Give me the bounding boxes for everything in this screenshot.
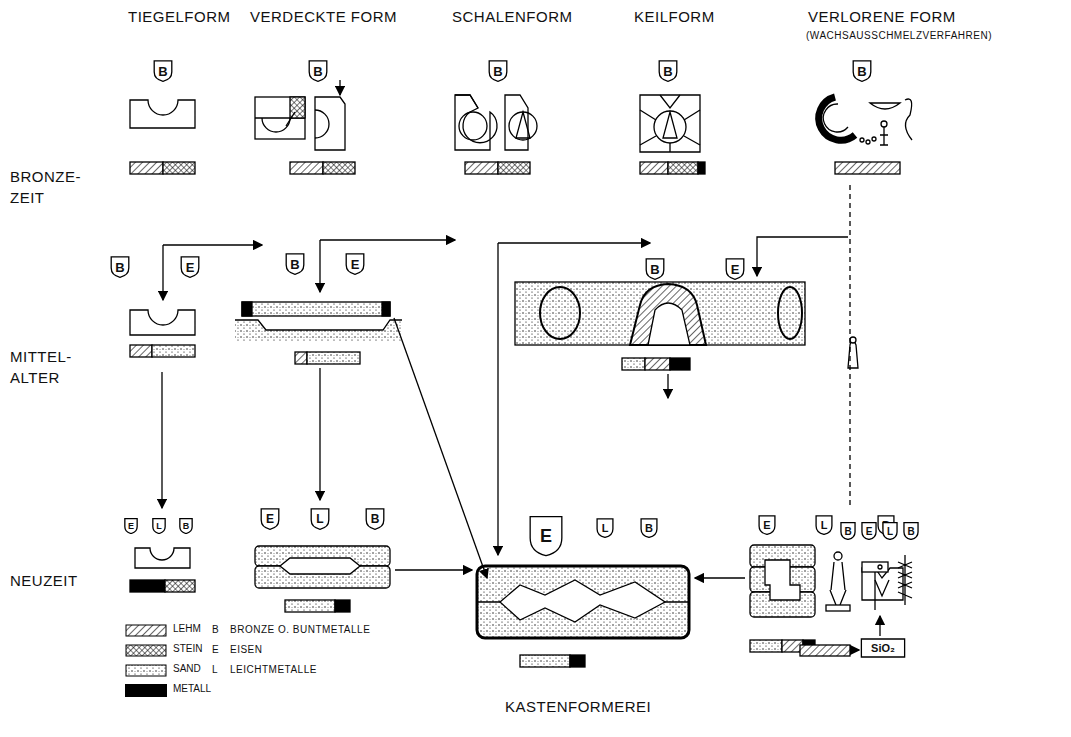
- formula-text: SiO₂: [860, 638, 906, 658]
- metal-shield: L: [815, 515, 833, 535]
- metal-shield: L: [882, 522, 898, 540]
- column-header: (WACHSAUSSCHMELZVERFAHREN): [806, 30, 992, 41]
- metal-letter: B: [852, 60, 872, 84]
- metal-shield: E: [345, 253, 365, 275]
- metal-letter: L: [152, 518, 166, 536]
- metal-letter: B: [285, 253, 305, 277]
- legend-text: SAND: [173, 663, 201, 674]
- metal-letter: B: [110, 256, 130, 280]
- metal-shield: B: [903, 522, 919, 540]
- metal-shield: B: [365, 508, 385, 530]
- metal-shield: E: [124, 518, 138, 534]
- column-header: TIEGELFORM: [128, 8, 231, 25]
- legend-text: LEHM: [173, 623, 201, 634]
- legend-swatch: [125, 644, 167, 657]
- metal-letter: B: [488, 60, 508, 84]
- material-box: SiO₂: [860, 638, 906, 658]
- metal-shield: B: [840, 522, 856, 540]
- metal-shield: B: [285, 253, 305, 275]
- legend-text: BRONZE O. BUNTMETALLE: [230, 624, 370, 635]
- metal-shield: E: [758, 515, 776, 535]
- legend-text: STEIN: [173, 643, 202, 654]
- legend-swatch: [125, 624, 167, 637]
- legend-text: L: [212, 664, 218, 675]
- metal-letter: E: [260, 508, 280, 532]
- metal-letter: E: [758, 515, 776, 537]
- legend-text: EISEN: [230, 644, 263, 655]
- metal-shield: B: [488, 60, 508, 82]
- metal-shield: B: [179, 518, 193, 534]
- metal-letter: E: [345, 253, 365, 277]
- metal-letter: B: [840, 522, 856, 542]
- metal-letter: E: [124, 518, 138, 536]
- metal-letter: L: [882, 522, 898, 542]
- metal-shield: B: [153, 60, 173, 82]
- column-header: KASTENFORMEREI: [505, 698, 651, 715]
- metal-shield: L: [152, 518, 166, 534]
- column-header: VERLORENE FORM: [808, 8, 956, 25]
- metal-shield: B: [308, 60, 328, 82]
- metal-shield: E: [725, 258, 745, 280]
- metal-shield: B: [852, 60, 872, 82]
- metal-letter: E: [725, 258, 745, 282]
- legend-swatch: [125, 664, 167, 677]
- metal-letter: B: [179, 518, 193, 536]
- column-header: SCHALENFORM: [452, 8, 573, 25]
- legend-text: METALL: [173, 683, 211, 694]
- column-header: KEILFORM: [634, 8, 715, 25]
- legend-text: B: [212, 624, 219, 635]
- metal-letter: E: [528, 515, 564, 559]
- metal-letter: L: [310, 508, 330, 532]
- metal-shield: L: [596, 518, 614, 538]
- metal-letter: B: [153, 60, 173, 84]
- legend-text: LEICHTMETALLE: [230, 664, 317, 675]
- period-label: BRONZE- ZEIT: [10, 166, 90, 208]
- metal-letter: B: [365, 508, 385, 532]
- metal-letter: B: [658, 60, 678, 84]
- metal-letter: L: [815, 515, 833, 537]
- metal-letter: B: [645, 258, 665, 282]
- metal-letter: B: [903, 522, 919, 542]
- legend-text: E: [212, 644, 219, 655]
- metal-letter: E: [861, 522, 877, 542]
- metal-shield: B: [640, 518, 658, 538]
- legend-swatch: [125, 684, 167, 697]
- metal-shield: E: [260, 508, 280, 530]
- metal-letter: B: [308, 60, 328, 84]
- metal-shield: E: [180, 256, 200, 278]
- metal-shield: B: [645, 258, 665, 280]
- metal-shield: E: [861, 522, 877, 540]
- metal-letter: E: [180, 256, 200, 280]
- metal-shield: B: [110, 256, 130, 278]
- metal-shield: E: [528, 515, 564, 557]
- metal-shield: L: [310, 508, 330, 530]
- metal-letter: B: [640, 518, 658, 540]
- metal-letter: L: [596, 518, 614, 540]
- column-header: VERDECKTE FORM: [250, 8, 397, 25]
- period-label: MITTEL- ALTER: [10, 346, 90, 388]
- metal-shield: B: [658, 60, 678, 82]
- period-label: NEUZEIT: [10, 572, 78, 589]
